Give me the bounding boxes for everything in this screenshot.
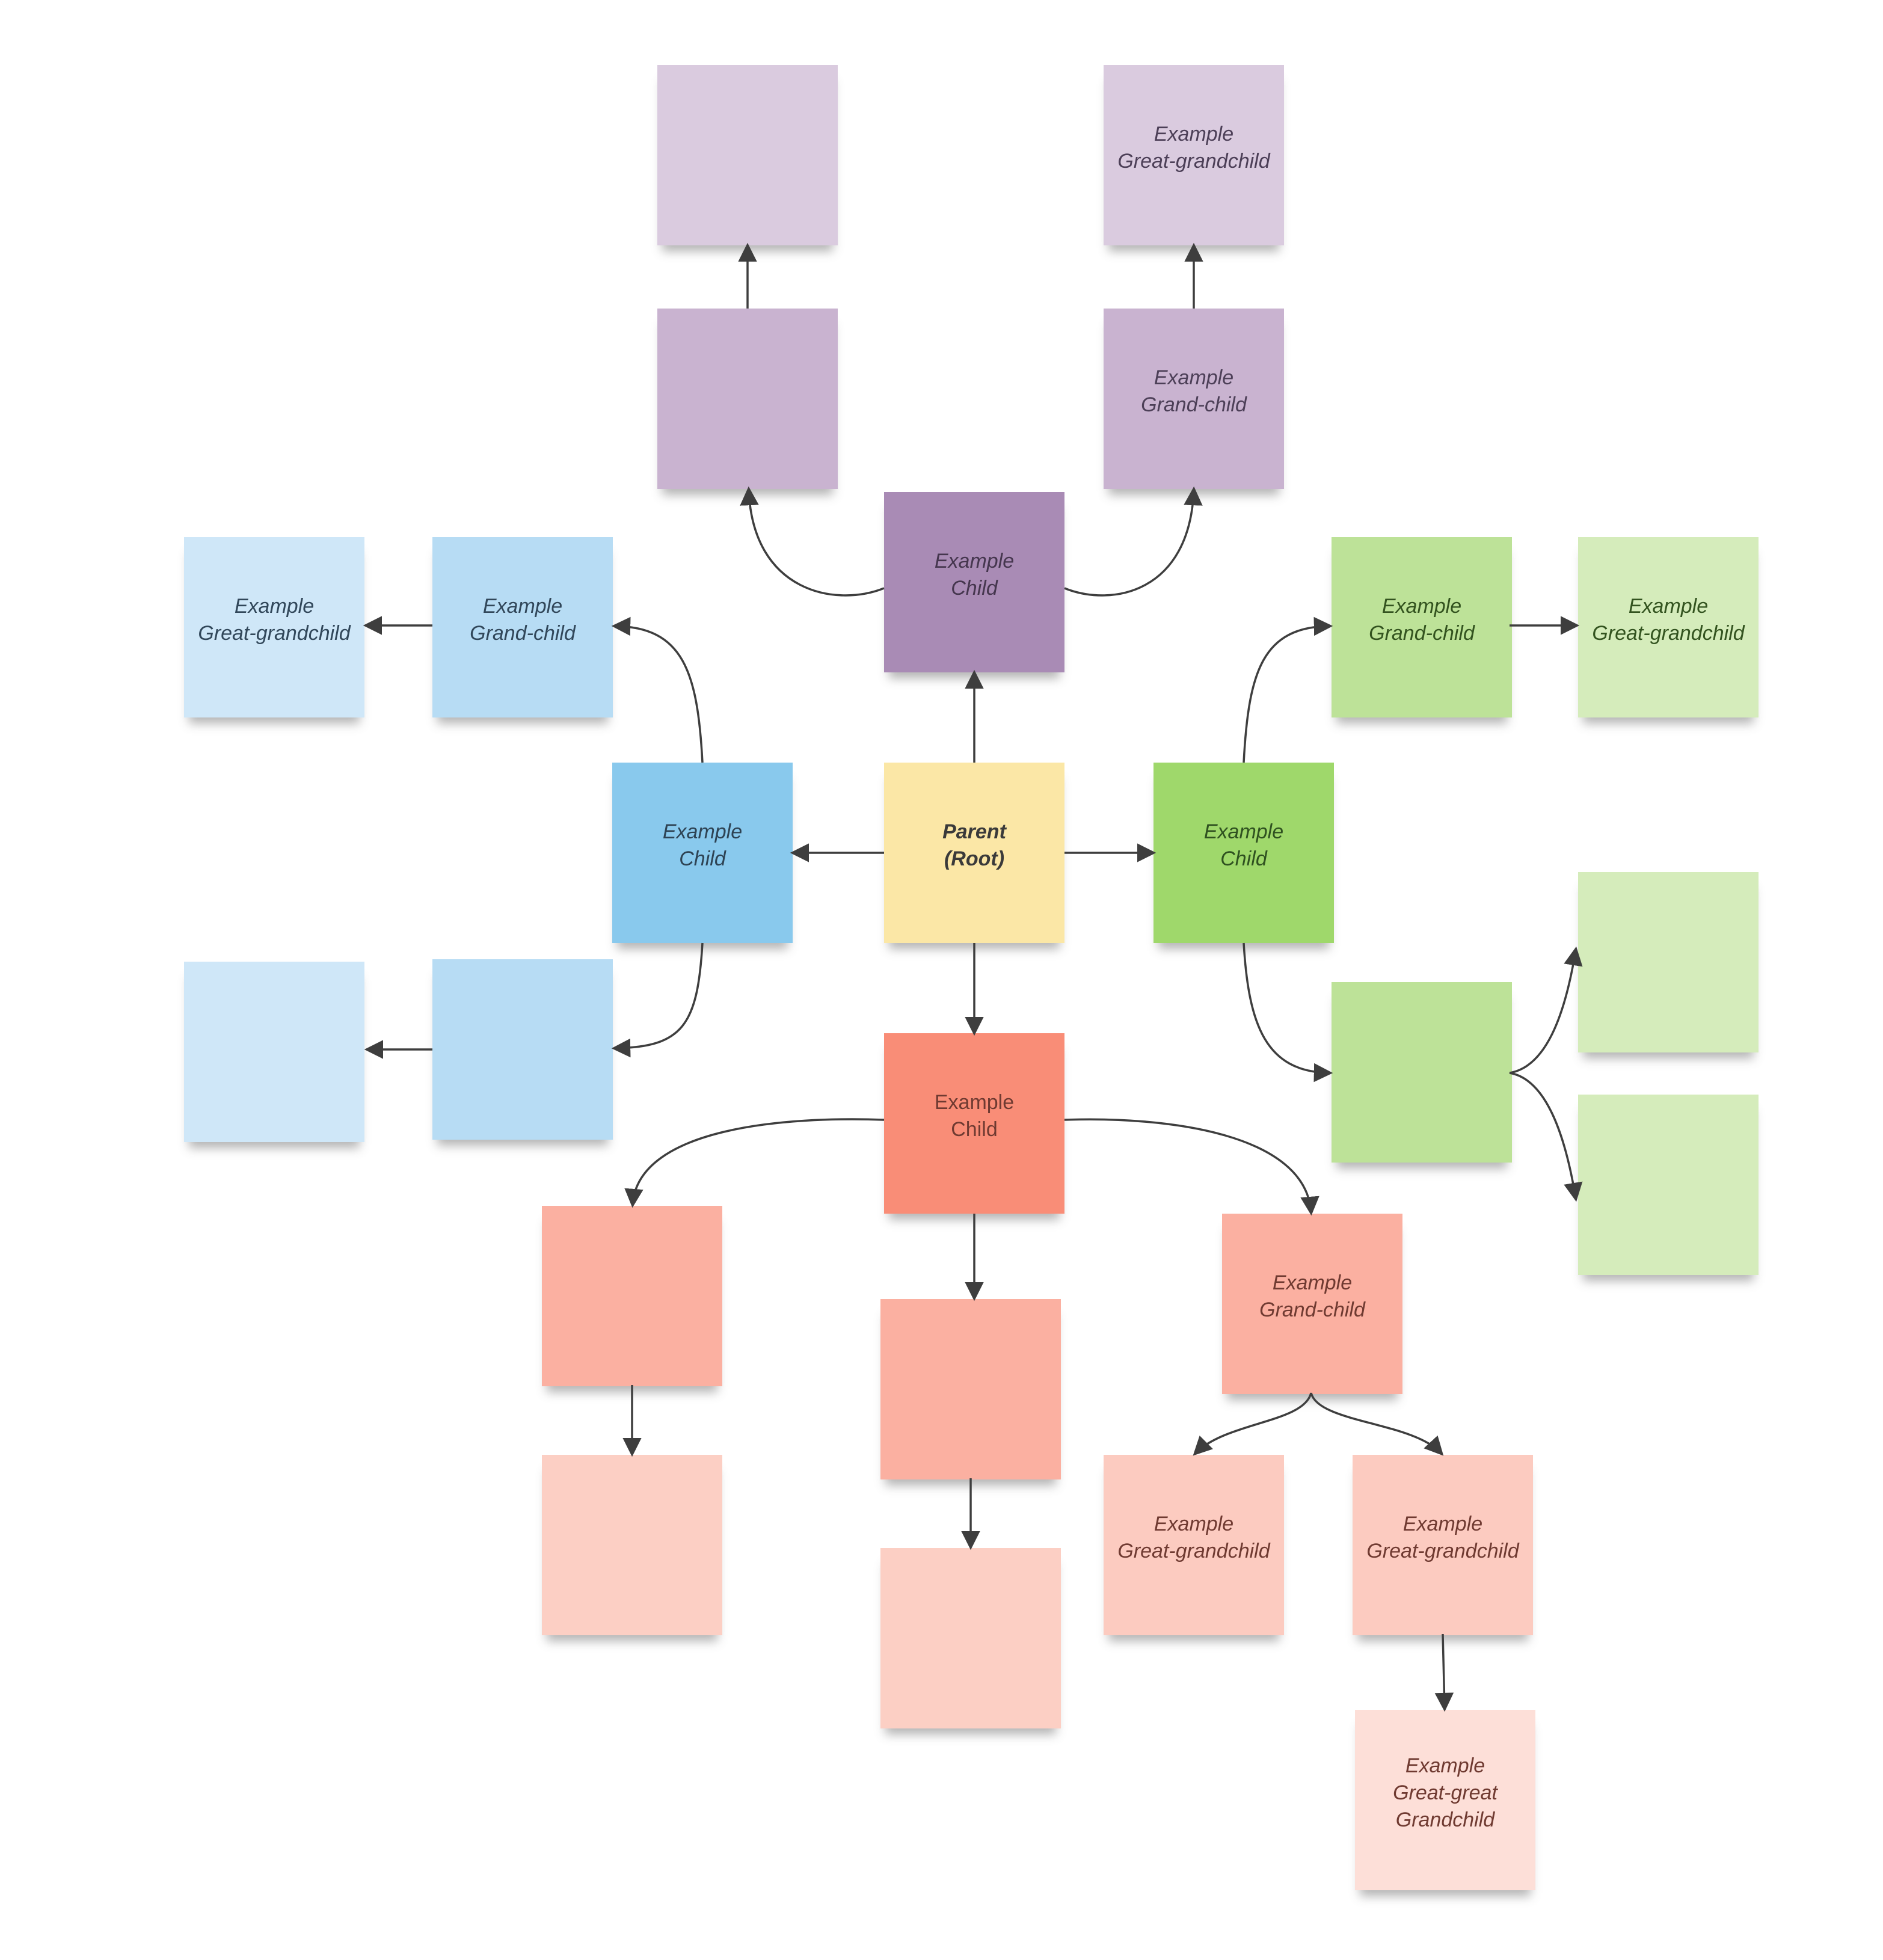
edge-red-child-to-red-grandchild-blank-left — [624, 1118, 885, 1208]
edge-green-child-to-green-grandchild-blank — [1243, 942, 1333, 1083]
red-great-grandchild-left-note[interactable]: Example Great-grandchild — [1104, 1455, 1284, 1635]
purple-great-grandchild-note[interactable]: Example Great-grandchild — [1104, 65, 1284, 245]
purple-grandchild-label: Example Grand-child — [1141, 366, 1247, 416]
edge-red-great-grandchild-right-to-red-great-great-grandchild — [1434, 1633, 1454, 1712]
red-grandchild-blank-middle-note[interactable] — [880, 1299, 1061, 1479]
green-child-note[interactable]: Example Child — [1153, 763, 1334, 943]
red-grandchild-label: Example Grand-child — [1259, 1271, 1365, 1321]
purple-grandchild-blank-note[interactable] — [657, 309, 838, 489]
blue-grandchild-blank-note[interactable] — [432, 959, 613, 1140]
blue-great-grandchild-blank-note[interactable] — [184, 962, 364, 1142]
green-great-grandchild-note[interactable]: Example Great-grandchild — [1578, 537, 1759, 717]
red-great-grandchild-blank-left-note[interactable] — [542, 1455, 722, 1635]
green-grandchild-label: Example Grand-child — [1369, 595, 1475, 645]
red-child-note[interactable]: Example Child — [884, 1033, 1064, 1214]
red-great-grandchild-left-label: Example Great-grandchild — [1117, 1513, 1270, 1562]
blue-great-grandchild-label: Example Great-grandchild — [198, 595, 351, 645]
purple-great-grandchild-label: Example Great-grandchild — [1117, 123, 1270, 173]
red-great-grandchild-right-note[interactable]: Example Great-grandchild — [1353, 1455, 1533, 1635]
blue-grandchild-note[interactable]: Example Grand-child — [432, 537, 613, 717]
blue-child-label: Example Child — [662, 820, 743, 870]
edge-red-grandchild-to-red-great-grandchild-left — [1193, 1392, 1312, 1456]
red-great-great-grandchild-note[interactable]: Example Great-great Grandchild — [1355, 1710, 1535, 1890]
red-child-label: Example Child — [934, 1091, 1015, 1141]
blue-child-note[interactable]: Example Child — [612, 763, 793, 943]
green-child-label: Example Child — [1203, 820, 1284, 870]
purple-child-label: Example Child — [934, 550, 1015, 600]
edge-green-grandchild-blank-to-green-great-grandchild-blank-upper — [1509, 946, 1583, 1074]
green-great-grandchild-blank-upper-note[interactable] — [1578, 872, 1759, 1052]
red-great-grandchild-blank-middle-note[interactable] — [880, 1548, 1061, 1728]
green-great-grandchild-label: Example Great-grandchild — [1592, 595, 1745, 645]
blue-great-grandchild-note[interactable]: Example Great-grandchild — [184, 537, 364, 717]
edge-purple-child-to-purple-grandchild-blank — [740, 486, 885, 597]
red-great-grandchild-right-label: Example Great-grandchild — [1366, 1513, 1519, 1562]
parent-root-label: Parent (Root) — [942, 820, 1006, 870]
purple-grandchild-note[interactable]: Example Grand-child — [1104, 309, 1284, 489]
purple-great-grandchild-blank-note[interactable] — [657, 65, 838, 245]
edge-green-child-to-green-grandchild — [1243, 616, 1333, 763]
green-great-grandchild-blank-lower-note[interactable] — [1578, 1095, 1759, 1275]
red-great-great-grandchild-label: Example Great-great Grandchild — [1393, 1754, 1497, 1831]
edge-blue-child-to-blue-grandchild-blank — [611, 942, 704, 1058]
edge-purple-child-to-purple-grandchild — [1064, 486, 1203, 597]
parent-root-note[interactable]: Parent (Root) — [884, 763, 1064, 943]
purple-child-note[interactable]: Example Child — [884, 492, 1064, 672]
blue-grandchild-label: Example Grand-child — [470, 595, 576, 645]
green-grandchild-blank-note[interactable] — [1332, 982, 1512, 1163]
edge-red-grandchild-to-red-great-grandchild-right — [1310, 1392, 1444, 1456]
red-grandchild-blank-left-note[interactable] — [542, 1206, 722, 1386]
green-grandchild-note[interactable]: Example Grand-child — [1332, 537, 1512, 717]
edge-green-grandchild-blank-to-green-great-grandchild-blank-lower — [1509, 1072, 1583, 1202]
red-grandchild-note[interactable]: Example Grand-child — [1222, 1214, 1402, 1394]
edge-red-child-to-red-grandchild — [1064, 1118, 1319, 1216]
edge-blue-child-to-blue-grandchild — [611, 616, 704, 763]
